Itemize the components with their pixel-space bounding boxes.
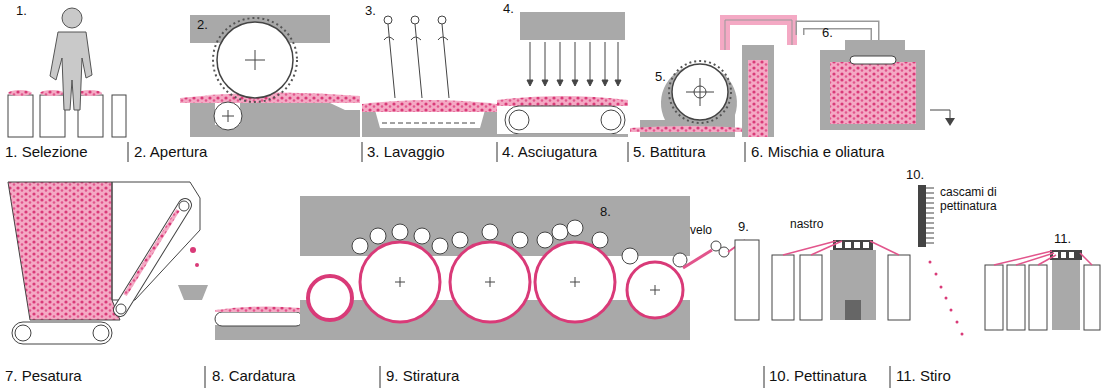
beating-machine [630,20,792,137]
mixing-oiling-tank [800,25,955,130]
comb-tooth [926,193,934,194]
comb-tooth [926,218,934,219]
callout-number: 1. [16,4,27,19]
step-caption: 7. Pesatura [5,367,82,384]
callout-number: 9. [738,220,749,235]
callout-number: 8. [600,205,611,220]
part-label: velo [690,224,712,238]
callout-number: 3. [365,4,376,19]
step-caption: 11. Stiro [896,367,951,384]
callout-number: 10. [906,168,924,183]
callout-number: 5. [655,70,666,85]
step-caption: 4. Asciugatura [502,143,597,160]
callout-number: 4. [503,2,514,17]
step-caption: 6. Mischia e oliatura [751,143,884,160]
washing-tank [362,16,497,137]
part-label: cascami di pettinatura [940,186,1012,214]
sliver-can [728,240,759,320]
comb-tooth [926,228,934,229]
comb-tooth [926,213,934,214]
comb-tooth [926,208,934,209]
weighing-hopper [8,182,208,344]
comb-tooth [926,238,934,239]
step-caption: 1. Selezione [5,143,88,160]
step-caption: 2. Apertura [134,143,207,160]
comb-tooth [926,198,934,199]
opening-machine [180,15,360,137]
drawing-machine [985,250,1100,330]
step-caption: 8. Cardatura [212,367,295,384]
step-caption: 5. Battitura [633,143,706,160]
comb-tooth [926,203,934,204]
callout-number: 2. [197,18,208,33]
comb-tooth [926,223,934,224]
part-label: nastro [790,218,823,232]
selection-step [8,8,126,137]
comb-tooth [926,233,934,234]
comb-tooth [926,243,934,244]
combing-machine [772,185,964,336]
carding-machine [215,196,729,340]
step-caption: 10. Pettinatura [769,367,867,384]
callout-number: 11. [1054,232,1071,247]
comb-tooth [926,188,934,189]
callout-number: 6. [822,26,833,41]
step-caption: 3. Lavaggio [367,143,445,160]
drying-machine [497,12,628,137]
step-caption: 9. Stiratura [386,367,459,384]
